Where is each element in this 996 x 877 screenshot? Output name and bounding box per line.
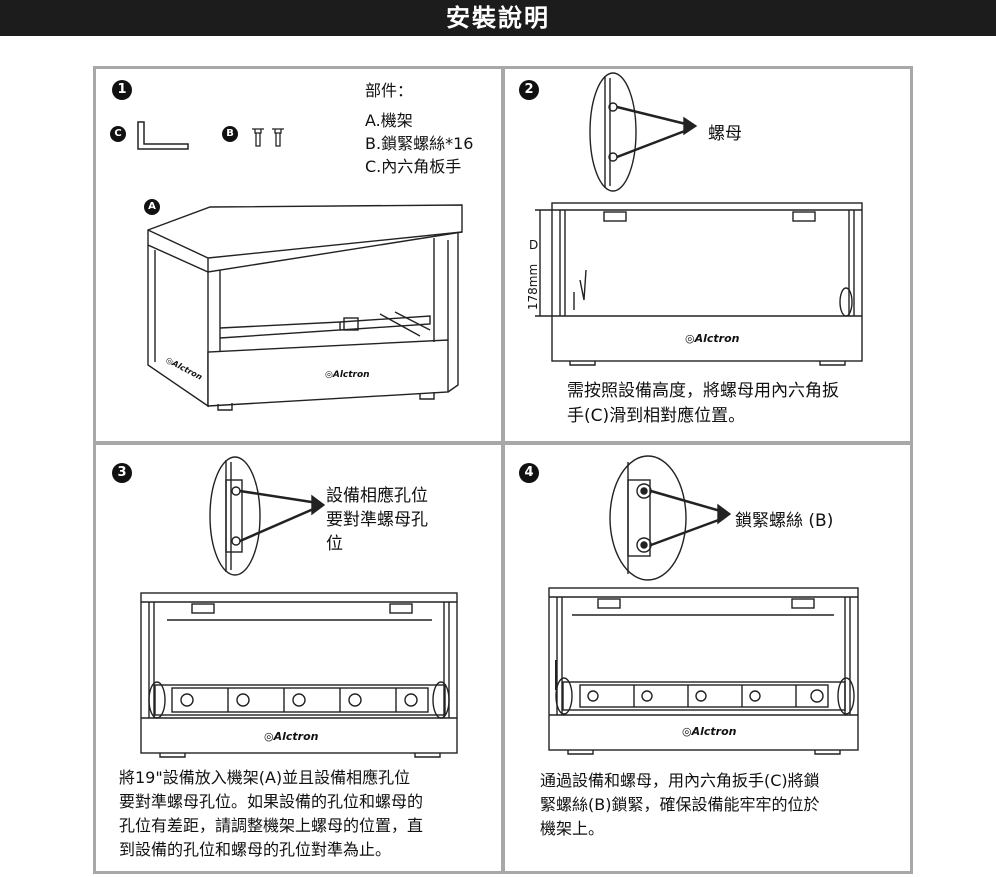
part-c-label: C.內六角板手 bbox=[365, 157, 462, 176]
brand-mark-icon: ◎ bbox=[264, 730, 274, 743]
part-a-label: A.機架 bbox=[365, 111, 413, 130]
step-4-number: 4 bbox=[519, 463, 539, 483]
screw-label: 鎖緊螺絲 (B) bbox=[735, 511, 834, 531]
brand-mark-icon: ◎ bbox=[685, 332, 695, 345]
step-4-text-line-3: 機架上。 bbox=[540, 819, 605, 838]
brand-mark-icon: ◎ bbox=[325, 370, 333, 380]
grid-divider-horizontal bbox=[93, 441, 913, 445]
step-3-text-line-1: 將19"設備放入機架(A)並且設備相應孔位 bbox=[119, 768, 411, 787]
step-1-number: 1 bbox=[112, 80, 132, 100]
dimension-letter: D bbox=[529, 238, 539, 252]
step-4-text-line-2: 緊螺絲(B)鎖緊，確保設備能牢牢的位於 bbox=[540, 795, 820, 814]
step-2-text-line-1: 需按照設備高度，將螺母用內六角扳 bbox=[567, 381, 839, 401]
screw-icon bbox=[252, 128, 284, 147]
hex-key-icon bbox=[137, 121, 189, 150]
parts-title: 部件： bbox=[365, 81, 414, 100]
hole-detail-magnifier bbox=[209, 456, 261, 576]
brand-logo-front: ◎Alctron bbox=[325, 370, 370, 380]
nut-detail-magnifier bbox=[589, 72, 637, 192]
step-2-number: 2 bbox=[519, 80, 539, 100]
step-3-text-line-2: 要對準螺母孔位。如果設備的孔位和螺母的 bbox=[119, 792, 424, 811]
step-4-text-line-1: 通過設備和螺母，用內六角扳手(C)將鎖 bbox=[540, 771, 820, 790]
brand-logo: ◎Alctron bbox=[685, 332, 740, 345]
step-3-callout-line-3: 位 bbox=[326, 534, 343, 554]
callout-a-badge: A bbox=[144, 199, 160, 215]
rack-cabinet-drawing bbox=[147, 204, 463, 411]
page-title: 安裝說明 bbox=[0, 0, 996, 36]
step-3-text-line-3: 孔位有差距，請調整機架上螺母的位置，直 bbox=[119, 816, 424, 835]
step-3-callout-line-2: 要對準螺母孔 bbox=[326, 510, 428, 530]
step-3-number: 3 bbox=[112, 463, 132, 483]
callout-c-badge: C bbox=[110, 126, 126, 142]
brand-logo: ◎Alctron bbox=[264, 730, 319, 743]
callout-b-badge: B bbox=[222, 126, 238, 142]
part-b-label: B.鎖緊螺絲*16 bbox=[365, 134, 474, 153]
brand-logo: ◎Alctron bbox=[682, 725, 737, 738]
brand-mark-icon: ◎ bbox=[682, 725, 692, 738]
grid-divider-vertical bbox=[501, 66, 505, 874]
screw-detail-magnifier bbox=[609, 455, 687, 581]
step-3-text-line-4: 到設備的孔位和螺母的孔位對準為止。 bbox=[119, 840, 392, 859]
step-3-callout-line-1: 設備相應孔位 bbox=[326, 486, 428, 506]
step-2-text-line-2: 手(C)滑到相對應位置。 bbox=[567, 406, 746, 426]
nut-label: 螺母 bbox=[708, 124, 742, 144]
